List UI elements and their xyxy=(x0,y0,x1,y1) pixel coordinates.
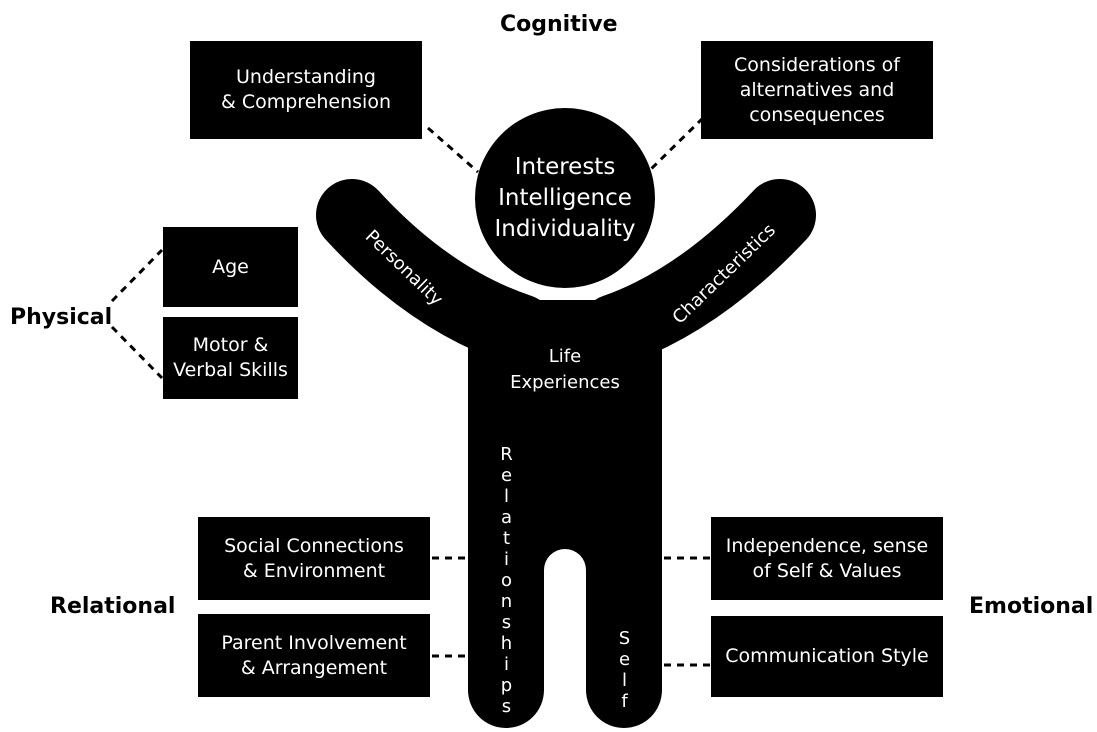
torso-text-life: Life xyxy=(549,346,581,367)
connector-physical-motor xyxy=(110,325,164,380)
box-social: Social Connections & Environment xyxy=(198,517,430,600)
connector-considerations xyxy=(648,116,705,172)
box-independence-text: Independence, sense of Self & Values xyxy=(725,534,929,582)
head-text-interests: Interests xyxy=(515,154,616,180)
connector-physical-age xyxy=(110,248,164,303)
box-motor-text: Motor & Verbal Skills xyxy=(173,334,288,381)
box-considerations: Considerations of alternatives and conse… xyxy=(701,41,933,139)
box-communication-text: Communication Style xyxy=(725,645,929,667)
connector-understanding xyxy=(427,126,479,174)
head xyxy=(475,108,655,288)
box-age: Age xyxy=(163,227,298,307)
box-age-text: Age xyxy=(212,255,249,278)
box-understanding-text: Understanding & Comprehension xyxy=(220,66,392,113)
box-parent: Parent Involvement & Arrangement xyxy=(198,614,430,697)
right-leg-label: Self xyxy=(614,628,635,712)
box-understanding: Understanding & Comprehension xyxy=(190,41,422,139)
head-text-individuality: Individuality xyxy=(494,216,635,242)
box-social-text: Social Connections & Environment xyxy=(224,534,404,582)
box-parent-text: Parent Involvement & Arrangement xyxy=(221,631,407,679)
category-physical: Physical xyxy=(10,305,113,330)
torso xyxy=(468,300,662,728)
box-motor: Motor & Verbal Skills xyxy=(163,317,298,399)
category-emotional: Emotional xyxy=(969,594,1094,619)
category-cognitive: Cognitive xyxy=(500,12,618,37)
box-independence: Independence, sense of Self & Values xyxy=(711,517,943,600)
box-communication: Communication Style xyxy=(711,616,943,697)
torso-text-experiences: Experiences xyxy=(510,372,620,393)
box-considerations-text: Considerations of alternatives and conse… xyxy=(734,53,900,126)
category-relational: Relational xyxy=(50,594,176,619)
head-text-intelligence: Intelligence xyxy=(498,185,632,211)
left-leg-label: Relationships xyxy=(496,444,517,717)
